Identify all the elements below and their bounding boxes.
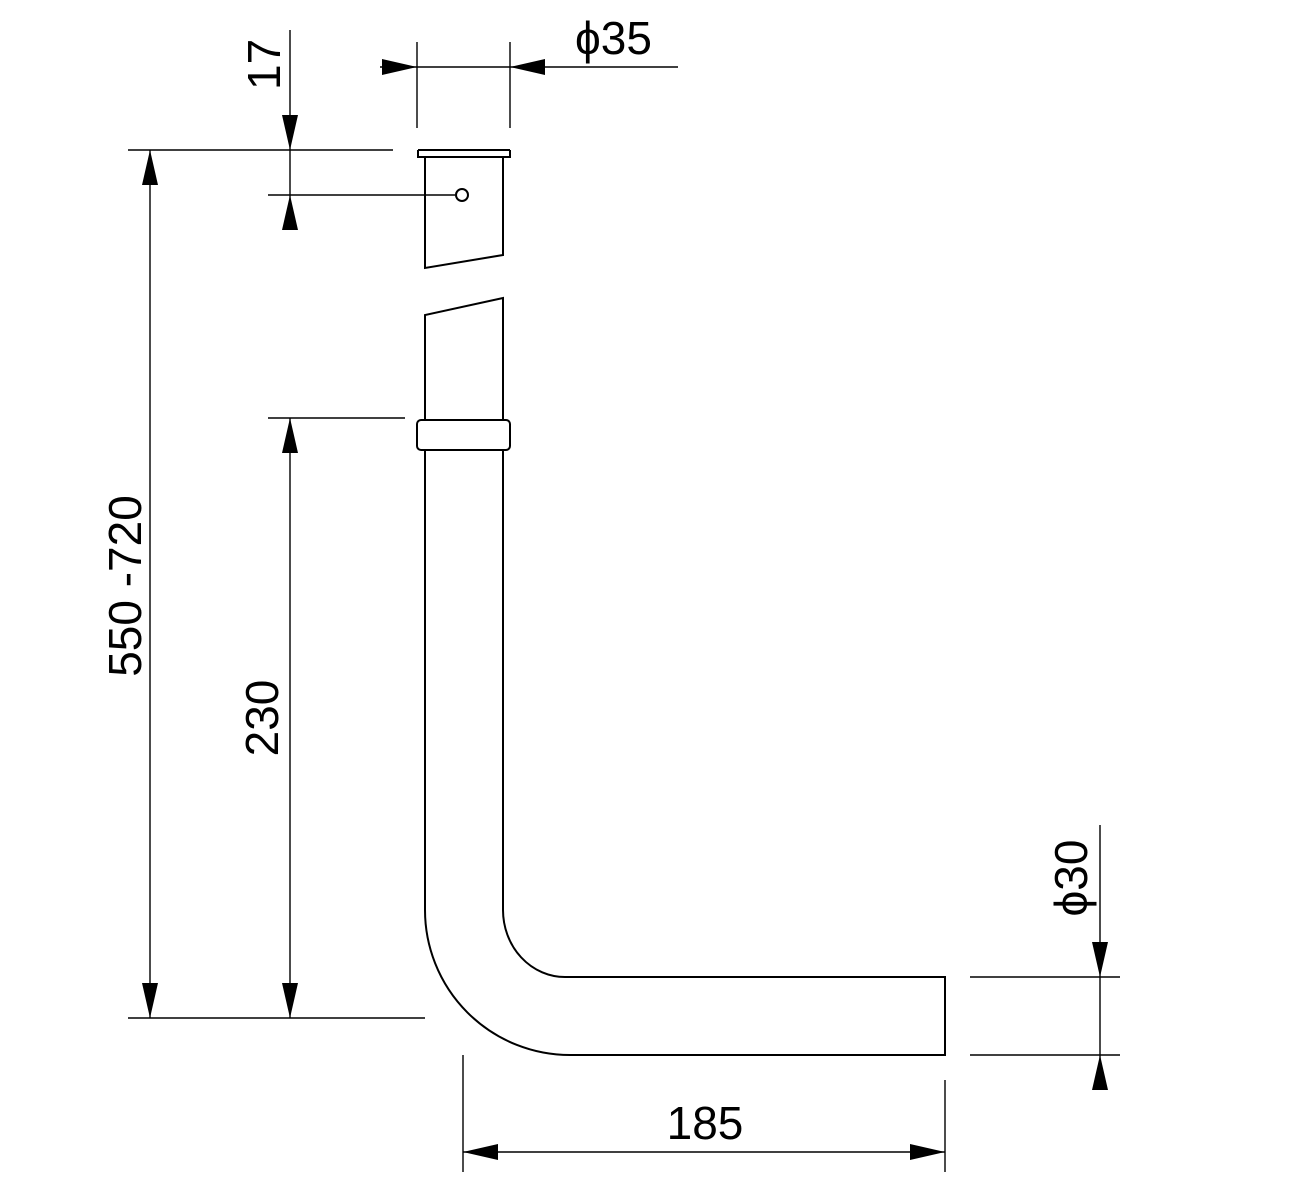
middle-pipe-segment bbox=[424, 296, 504, 420]
dimension-diameter-30: ϕ30 bbox=[970, 825, 1120, 1090]
pipe-ring bbox=[416, 419, 511, 451]
dimension-230: 230 bbox=[236, 417, 405, 1018]
dimension-label-185: 185 bbox=[667, 1097, 744, 1149]
dimension-total-height: 550 -720 bbox=[99, 150, 425, 1019]
dimension-185: 185 bbox=[462, 1055, 946, 1172]
dimension-label-diameter-35: ϕ35 bbox=[575, 12, 652, 64]
dimension-17: 17 bbox=[128, 30, 455, 230]
upper-pipe-segment bbox=[424, 157, 504, 270]
top-flange bbox=[417, 149, 511, 158]
dimension-label-total-height: 550 -720 bbox=[99, 495, 151, 677]
dimension-label-230: 230 bbox=[236, 680, 288, 757]
dimension-label-17: 17 bbox=[238, 39, 290, 90]
lower-bend-pipe bbox=[424, 450, 946, 1056]
dimension-label-diameter-30: ϕ30 bbox=[1045, 840, 1097, 917]
fixing-hole bbox=[455, 188, 469, 202]
pipe-part bbox=[416, 149, 946, 1056]
dimension-diameter-35: ϕ35 bbox=[380, 12, 678, 128]
